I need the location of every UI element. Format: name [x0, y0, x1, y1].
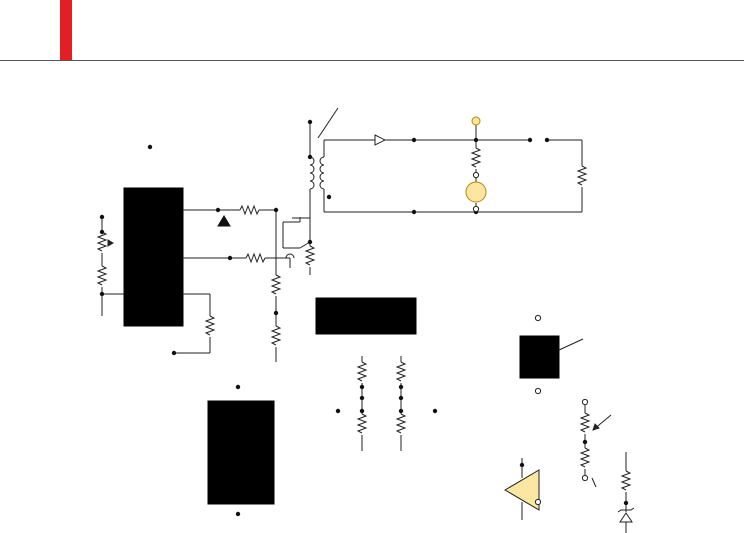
header-rule — [0, 60, 744, 61]
ic-block-main — [123, 187, 184, 327]
junction-dots — [99, 119, 629, 517]
ic-block-lower — [207, 400, 275, 505]
ic-block-small — [519, 335, 560, 379]
transformer — [309, 107, 339, 212]
buffer-amplifier — [504, 458, 540, 520]
potentiometer — [107, 239, 114, 247]
variable-resistor — [579, 405, 612, 488]
zener-diode — [617, 452, 635, 533]
diode-marker — [217, 215, 231, 227]
open-terminals — [472, 171, 589, 506]
lamp-terminal — [471, 116, 481, 126]
pilot-lamp — [465, 181, 487, 203]
ic-block-center — [315, 297, 417, 335]
buffer-small — [374, 134, 387, 146]
accent-bar — [60, 0, 72, 60]
opto-coupler — [275, 210, 316, 275]
